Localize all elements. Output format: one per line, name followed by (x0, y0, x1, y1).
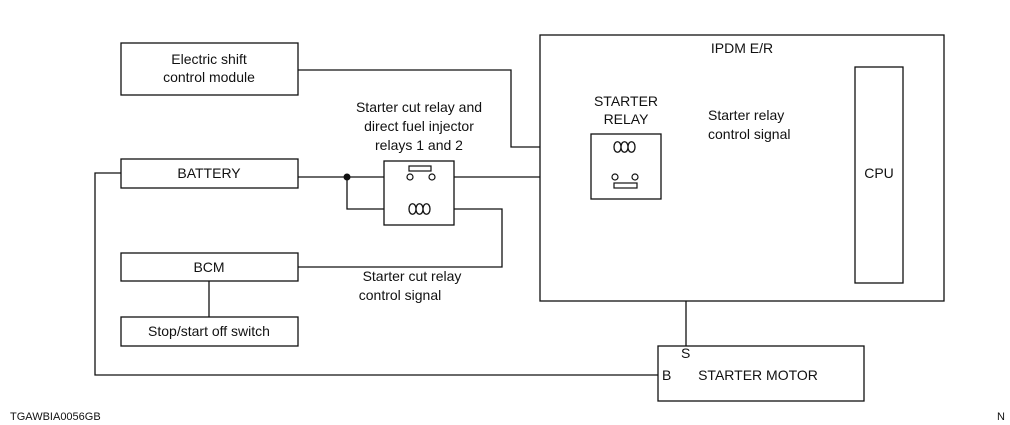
starter-cut-relay (383, 160, 455, 226)
starter-cut-relay-label-line1: Starter cut relay and (356, 99, 482, 115)
cut-relay-contact-bar (408, 165, 432, 172)
starter-relay-contact-right (631, 173, 639, 181)
wire-battery-to-motor-b (94, 172, 658, 376)
electric-shift-label-line1: Electric shift (171, 51, 247, 67)
starter-cut-signal-line2: control signal (359, 287, 442, 303)
starter-relay-signal-line2: control signal (708, 126, 791, 142)
stop-start-off-switch-box: Stop/start off switch (120, 316, 299, 347)
starter-cut-relay-label-line2: direct fuel injector (364, 118, 474, 134)
battery-label: BATTERY (177, 165, 241, 181)
starter-relay-signal-line1: Starter relay (708, 107, 784, 123)
starter-relay-signal-label: Starter relay control signal (708, 107, 791, 142)
battery-box: BATTERY (120, 158, 299, 189)
starter-motor-b-terminal: B (662, 367, 671, 383)
starter-motor-box: S B STARTER MOTOR (657, 345, 865, 402)
bcm-label: BCM (193, 259, 224, 275)
starter-relay-label: STARTER RELAY (594, 93, 658, 127)
electric-shift-control-module: Electric shift control module (120, 42, 299, 96)
starter-cut-relay-label: Starter cut relay and direct fuel inject… (356, 99, 482, 153)
starter-cut-signal-line1: Starter cut relay (363, 268, 462, 284)
wire-cut-coil-to-bcm (298, 208, 503, 268)
electric-shift-label-line2: control module (163, 69, 255, 85)
stop-start-switch-label: Stop/start off switch (148, 323, 270, 339)
starter-motor-label: STARTER MOTOR (698, 367, 818, 383)
cpu-box: CPU (854, 66, 904, 284)
starter-relay-contact-left (611, 173, 619, 181)
starter-relay (590, 133, 662, 200)
starter-relay-coil-icon (613, 141, 636, 153)
figure-marker: N (997, 411, 1005, 423)
ipdm-label: IPDM E/R (711, 40, 773, 56)
starter-relay-label-line1: STARTER (594, 93, 658, 109)
starter-cut-relay-label-line3: relays 1 and 2 (375, 137, 463, 153)
wire-junction-dot (343, 173, 351, 181)
cpu-label: CPU (864, 165, 894, 181)
starter-motor-s-terminal: S (681, 345, 690, 361)
cut-relay-contact-left (406, 173, 414, 181)
starter-relay-label-line2: RELAY (604, 111, 650, 127)
figure-code: TGAWBIA0056GB (10, 411, 101, 423)
starter-relay-contact-bar (613, 182, 638, 189)
cut-relay-contact-right (428, 173, 436, 181)
starter-cut-signal-label: Starter cut relay control signal (359, 268, 462, 303)
cut-relay-coil-icon (408, 203, 431, 215)
bcm-box: BCM (120, 252, 299, 282)
